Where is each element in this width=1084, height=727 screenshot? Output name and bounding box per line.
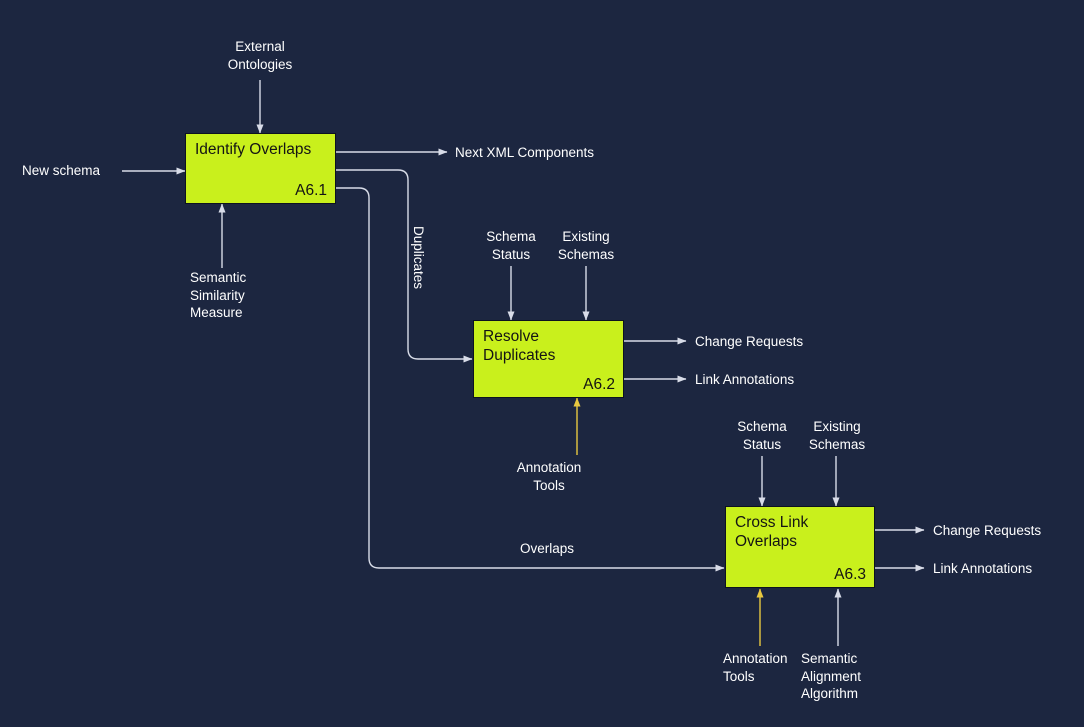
- label-link-annotations-a63: Link Annotations: [933, 561, 1033, 576]
- label-schema-status-a62: Schema Status: [486, 229, 536, 262]
- activity-id-a63: A6.3: [834, 566, 866, 583]
- label-overlaps: Overlaps: [519, 541, 575, 556]
- label-annotation-tools-a62: Annotation Tools: [516, 460, 582, 493]
- label-next-xml-components: Next XML Components: [455, 145, 595, 160]
- label-change-requests-a63: Change Requests: [933, 523, 1042, 538]
- label-semantic-similarity-measure: Semantic Similarity Measure: [190, 270, 247, 320]
- arrow-duplicates-a61-to-a62: [336, 169, 473, 363]
- label-annotation-tools-a63: Annotation Tools: [723, 651, 788, 684]
- label-schema-status-a63: Schema Status: [737, 419, 787, 452]
- activity-title-a62: Resolve Duplicates: [483, 328, 556, 364]
- activity-box-a61[interactable]: Identify Overlaps A6.1: [185, 133, 336, 204]
- activity-box-a62[interactable]: Resolve Duplicates A6.2: [473, 320, 624, 398]
- activity-title-a61: Identify Overlaps: [195, 141, 312, 158]
- label-link-annotations-a62: Link Annotations: [695, 372, 795, 387]
- activity-box-a63[interactable]: Cross Link Overlaps A6.3: [725, 506, 875, 588]
- label-new-schema: New schema: [22, 163, 101, 178]
- activity-title-a63: Cross Link Overlaps: [735, 514, 809, 550]
- activity-id-a61: A6.1: [295, 182, 327, 199]
- label-semantic-alignment-algorithm-a63: Semantic Alignment Algorithm: [801, 651, 862, 701]
- label-existing-schemas-a63: Existing Schemas: [808, 419, 866, 452]
- label-change-requests-a62: Change Requests: [695, 334, 804, 349]
- label-existing-schemas-a62: Existing Schemas: [557, 229, 615, 262]
- label-duplicates: Duplicates: [411, 226, 426, 290]
- arrow-overlaps-a61-to-a63: [336, 187, 725, 572]
- activity-id-a62: A6.2: [583, 376, 615, 393]
- label-external-ontologies: External Ontologies: [227, 39, 293, 72]
